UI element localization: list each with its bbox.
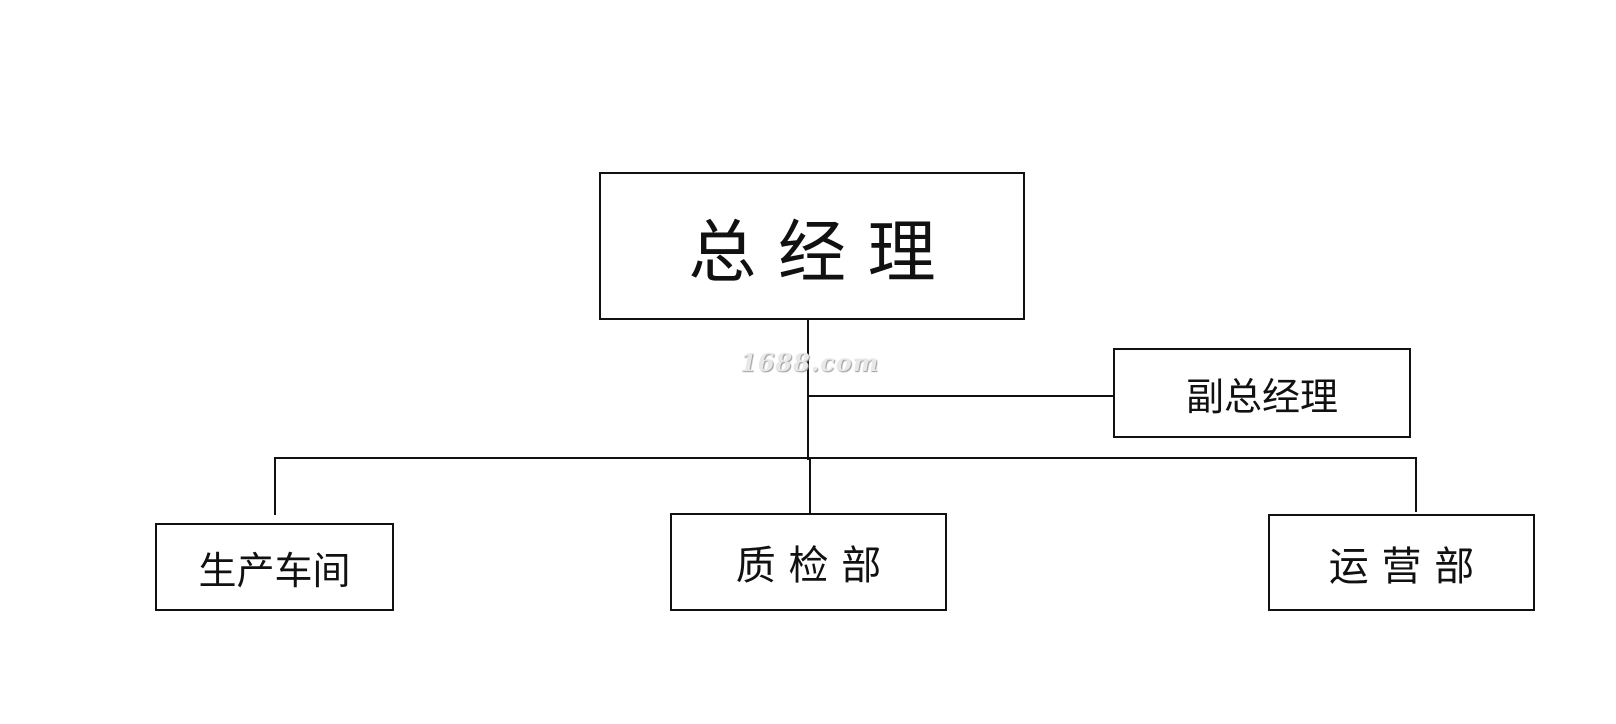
- connector-qc-drop: [809, 459, 811, 513]
- quality-inspection-box: 质 检 部: [670, 513, 947, 611]
- operations-box: 运 营 部: [1268, 514, 1535, 611]
- quality-inspection-label: 质 检 部: [735, 543, 882, 589]
- connector-gm-trunk: [807, 320, 809, 460]
- production-workshop-label: 生产车间: [198, 548, 351, 593]
- connector-deputy-branch: [808, 395, 1113, 397]
- connector-department-bus: [274, 457, 1417, 459]
- general-manager-label: 总 经 理: [688, 213, 936, 293]
- connector-production-drop: [274, 457, 276, 515]
- connector-ops-drop: [1415, 457, 1417, 512]
- general-manager-box: 总 经 理: [599, 172, 1025, 320]
- production-workshop-box: 生产车间: [155, 523, 394, 611]
- deputy-general-manager-label: 副总经理: [1185, 374, 1338, 419]
- operations-label: 运 营 部: [1328, 543, 1475, 590]
- deputy-general-manager-box: 副总经理: [1113, 348, 1411, 438]
- watermark: 1688.com: [740, 348, 880, 377]
